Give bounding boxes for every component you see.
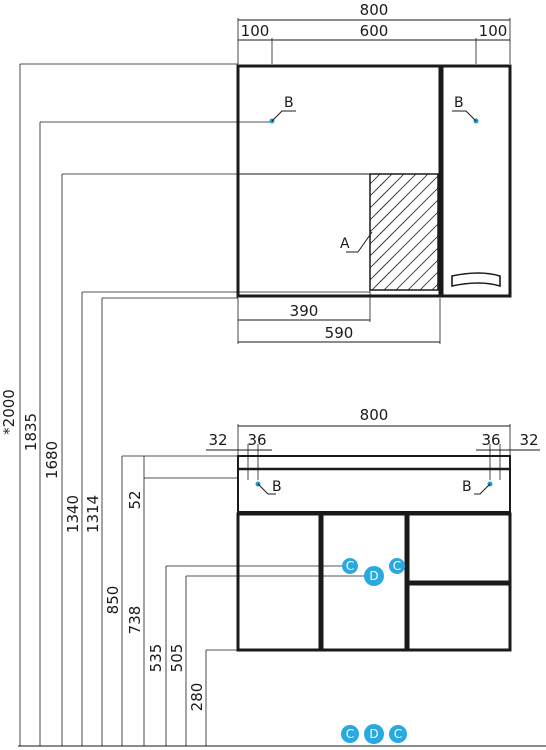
mirror-width: 590 xyxy=(325,324,354,342)
vanity-offset-left-outer: 32 xyxy=(208,431,227,449)
height-1680: 1680 xyxy=(43,441,61,479)
vanity-offset-right-outer: 32 xyxy=(519,431,538,449)
hatch-pattern xyxy=(369,173,439,291)
shelf-width: 390 xyxy=(290,302,319,320)
mirror-width-left: 100 xyxy=(241,22,270,40)
mirror-cabinet xyxy=(236,18,512,344)
svg-text:D: D xyxy=(369,727,378,741)
vanity-offset-right-inner: 36 xyxy=(481,431,500,449)
height-1314: 1314 xyxy=(84,495,102,533)
height-dimensions xyxy=(19,63,370,746)
height-1835: 1835 xyxy=(22,413,40,451)
label-b-mirror-right: B xyxy=(454,95,464,111)
svg-text:D: D xyxy=(369,569,378,583)
marker-c-right-icon xyxy=(389,558,405,574)
mirror-width-total: 800 xyxy=(360,1,389,19)
marker-d-icon xyxy=(364,566,384,586)
height-2000: *2000 xyxy=(0,389,18,435)
height-280: 280 xyxy=(188,683,206,712)
mirror-width-right: 100 xyxy=(479,22,508,40)
height-738: 738 xyxy=(126,606,144,635)
svg-text:C: C xyxy=(346,727,354,741)
marker-c-left-icon xyxy=(341,725,359,743)
svg-text:C: C xyxy=(393,559,401,573)
plumbing-markers-floor: C D C xyxy=(341,724,407,744)
height-1340: 1340 xyxy=(64,495,82,533)
vanity-unit xyxy=(206,424,540,652)
door-handle-icon xyxy=(451,272,501,288)
marker-c-right-icon xyxy=(389,725,407,743)
svg-text:C: C xyxy=(394,727,402,741)
height-505: 505 xyxy=(168,644,186,673)
label-b-vanity-left: B xyxy=(272,479,282,495)
mirror-width-middle: 600 xyxy=(360,22,389,40)
vanity-offset-left-inner: 36 xyxy=(247,431,266,449)
label-a: A xyxy=(340,236,350,252)
marker-d-icon xyxy=(364,724,384,744)
height-52: 52 xyxy=(126,490,144,509)
vanity-width-total: 800 xyxy=(360,406,389,424)
label-b-mirror-left: B xyxy=(284,95,294,111)
svg-text:C: C xyxy=(346,559,354,573)
label-b-vanity-right: B xyxy=(462,479,472,495)
marker-c-left-icon xyxy=(342,558,358,574)
height-535: 535 xyxy=(147,644,165,673)
height-850: 850 xyxy=(104,586,122,615)
plumbing-markers-upper: C D C xyxy=(342,558,405,586)
